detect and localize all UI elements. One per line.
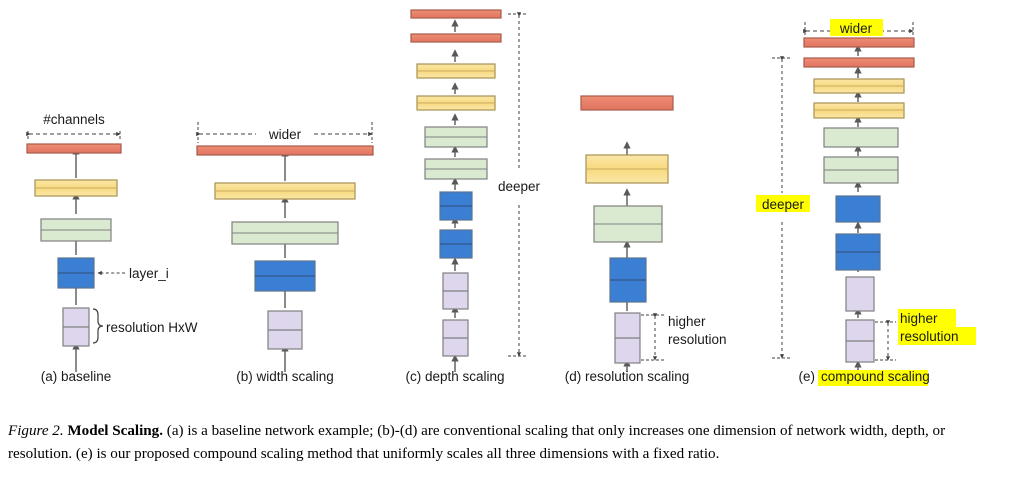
panel-b-green-block xyxy=(231,221,339,245)
panel-b-caption: (b) width scaling xyxy=(236,369,334,384)
panel-e-deeper-highlight xyxy=(756,195,810,212)
model-scaling-figure: #channels layer_i resolution HxW (a) bas… xyxy=(26,9,976,386)
panel-a-yellow-block xyxy=(34,179,118,197)
panel-c-channels-block-2 xyxy=(410,9,502,19)
panel-b-wider-annotation: wider xyxy=(196,122,373,143)
panel-d-resolution-annotation: higher resolution xyxy=(641,313,727,361)
panel-b-channels-block xyxy=(196,145,374,156)
panel-e-green-block-1 xyxy=(823,156,899,184)
panel-e-label-higher: higher xyxy=(900,311,938,326)
panel-a-caption: (a) baseline xyxy=(41,369,112,384)
panel-d-green-block xyxy=(593,205,663,243)
panel-a-channels-block xyxy=(26,143,122,154)
panel-e-label-resolution: resolution xyxy=(900,329,959,344)
panel-e-deeper-annotation: deeper xyxy=(756,56,810,359)
panel-e-caption-highlighted-text: compound scaling xyxy=(821,369,930,384)
panel-a-resolution-block xyxy=(62,307,90,347)
figure-caption-text: (a) is a baseline network example; (b)-(… xyxy=(8,423,946,462)
panel-e-label-deeper: deeper xyxy=(762,197,805,212)
panel-e-wider-annotation: wider xyxy=(803,19,914,36)
panel-d-channels-block xyxy=(580,95,674,111)
panel-e-yellow-block-2 xyxy=(813,78,905,94)
panel-e-resolution-block-1 xyxy=(845,319,875,363)
panel-d-label-higher: higher xyxy=(668,314,706,329)
panel-a-label-resolution: resolution HxW xyxy=(106,320,198,335)
panel-e-caption: (e) xyxy=(799,369,816,384)
panel-d-layer-block xyxy=(609,257,647,303)
panel-e: wider deeper higher resolution (e) compo… xyxy=(756,19,976,386)
panel-e-green-block-2 xyxy=(823,127,899,148)
panel-c-resolution-block-1 xyxy=(442,319,469,357)
panel-e-yellow-block-1 xyxy=(813,102,905,119)
panel-b: wider (b) width scaling xyxy=(196,122,374,384)
panel-e-layer-block-2 xyxy=(835,195,881,223)
panel-c-green-block-1 xyxy=(424,158,488,180)
panel-c-yellow-block-2 xyxy=(416,63,496,79)
panel-c-deeper-annotation: deeper xyxy=(498,12,541,357)
panel-d-label-resolution: resolution xyxy=(668,332,727,347)
panel-e-caption-highlight xyxy=(818,370,928,386)
panel-a-label-layer-i: layer_i xyxy=(129,266,169,281)
figure-caption-title: Model Scaling. xyxy=(67,423,164,439)
panel-e-channels-block-2 xyxy=(803,37,915,48)
panel-e-caption-group: (e) compound scaling xyxy=(799,369,930,386)
panel-c-caption: (c) depth scaling xyxy=(405,369,504,384)
figure-caption: Figure 2. Model Scaling. (a) is a baseli… xyxy=(8,420,1011,466)
panel-e-resolution-annotation: higher resolution xyxy=(875,309,976,361)
panel-d: higher resolution (d) resolution scaling xyxy=(565,95,727,384)
panel-b-layer-block xyxy=(254,260,316,292)
panel-a-channels-annotation: #channels xyxy=(26,112,121,141)
panel-d-caption: (d) resolution scaling xyxy=(565,369,690,384)
panel-c-label-deeper: deeper xyxy=(498,179,541,194)
panel-a-green-block xyxy=(40,218,112,242)
panel-c-yellow-block-1 xyxy=(416,95,496,111)
panel-e-resolution-highlight xyxy=(898,327,976,345)
panel-a-resolution-annotation: resolution HxW xyxy=(92,308,198,344)
panel-c-resolution-block-2 xyxy=(442,272,469,310)
panel-c-layer-block-1 xyxy=(439,229,473,259)
panel-b-label-wider: wider xyxy=(268,127,302,142)
panel-a: #channels layer_i resolution HxW (a) bas… xyxy=(26,112,198,384)
panel-e-resolution-block-2 xyxy=(845,276,875,312)
panel-c-green-block-2 xyxy=(424,126,488,148)
panel-c-layer-block-2 xyxy=(439,191,473,221)
panel-c: deeper (c) depth scaling xyxy=(405,9,541,384)
panel-b-resolution-block xyxy=(267,310,303,350)
panel-b-yellow-block xyxy=(214,182,356,200)
panel-a-layer-annotation: layer_i xyxy=(97,266,169,281)
panel-d-yellow-block xyxy=(585,154,669,184)
panel-e-wider-highlight xyxy=(830,19,883,36)
panel-c-channels-block-1 xyxy=(410,33,502,43)
panel-e-channels-block-1 xyxy=(803,57,915,68)
panel-e-label-wider: wider xyxy=(839,21,873,36)
panel-e-higher-highlight xyxy=(898,309,956,327)
panel-a-label-channels: #channels xyxy=(43,112,105,127)
panel-d-resolution-block xyxy=(614,312,641,364)
panel-a-layer-block xyxy=(57,257,95,289)
panel-e-layer-block-1 xyxy=(835,233,881,271)
figure-caption-label: Figure 2. xyxy=(8,423,64,439)
